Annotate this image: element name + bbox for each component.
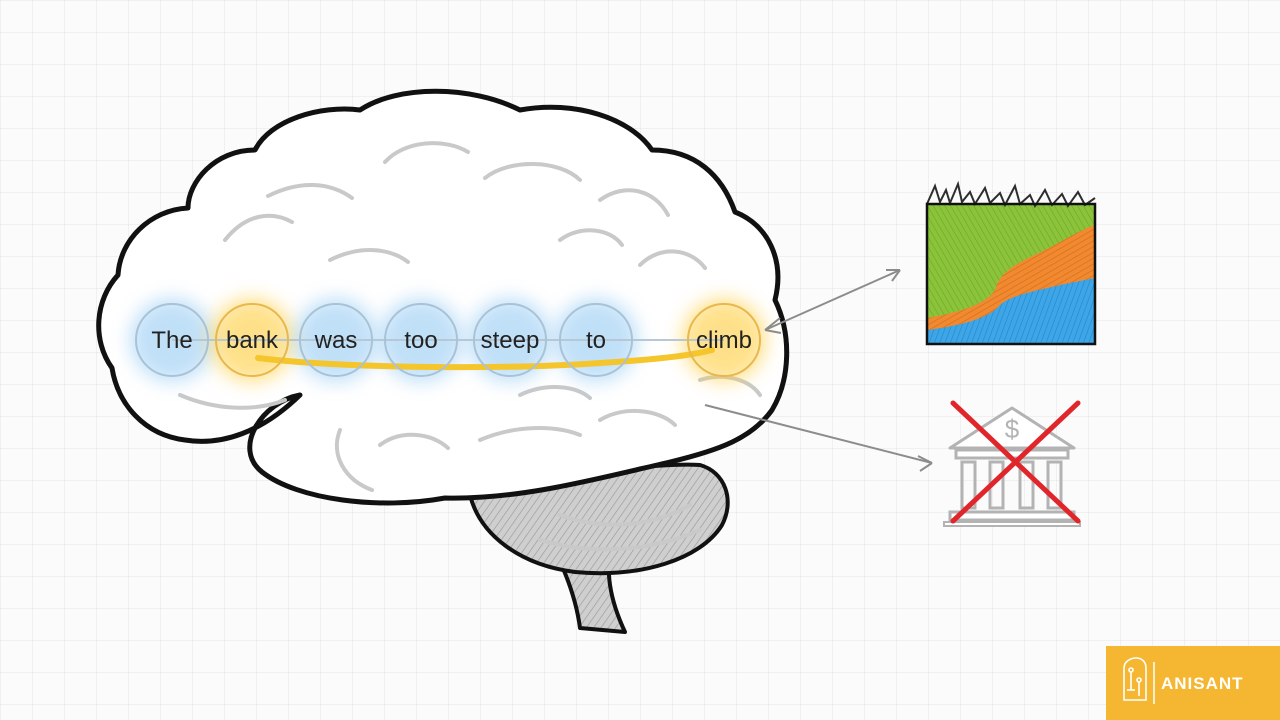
token-circle-the [135,303,209,377]
brand-badge: ANISANT [1106,646,1280,720]
token-label-to: to [586,327,606,354]
token-label-bank: bank [226,327,279,354]
token-circle-was [299,303,373,377]
token-label-too: too [404,327,437,354]
token-label-steep: steep [481,327,540,354]
token-label-the: The [151,327,192,354]
token-circle-steep [473,303,547,377]
circuit-head-logo-icon [1123,657,1147,701]
token-circle-to [559,303,633,377]
token-circle-climb [687,303,761,377]
brain-folds [178,141,762,492]
token-label-climb: climb [696,327,752,354]
attention-link [255,347,715,371]
arrow-to-money-bank [704,404,933,472]
dollar-sign-icon: $ [1005,414,1020,444]
arrow-to-river-bank [764,269,901,334]
token-circle-too [384,303,458,377]
cross-out-icon [950,400,1081,524]
brain-cerebrum [96,88,790,506]
token-circle-bank [215,303,289,377]
river-bank-image [925,180,1097,346]
brand-name: ANISANT [1161,674,1244,693]
token-label-was: was [314,327,358,354]
token-sequence: The bank was too steep to climb [135,303,761,377]
